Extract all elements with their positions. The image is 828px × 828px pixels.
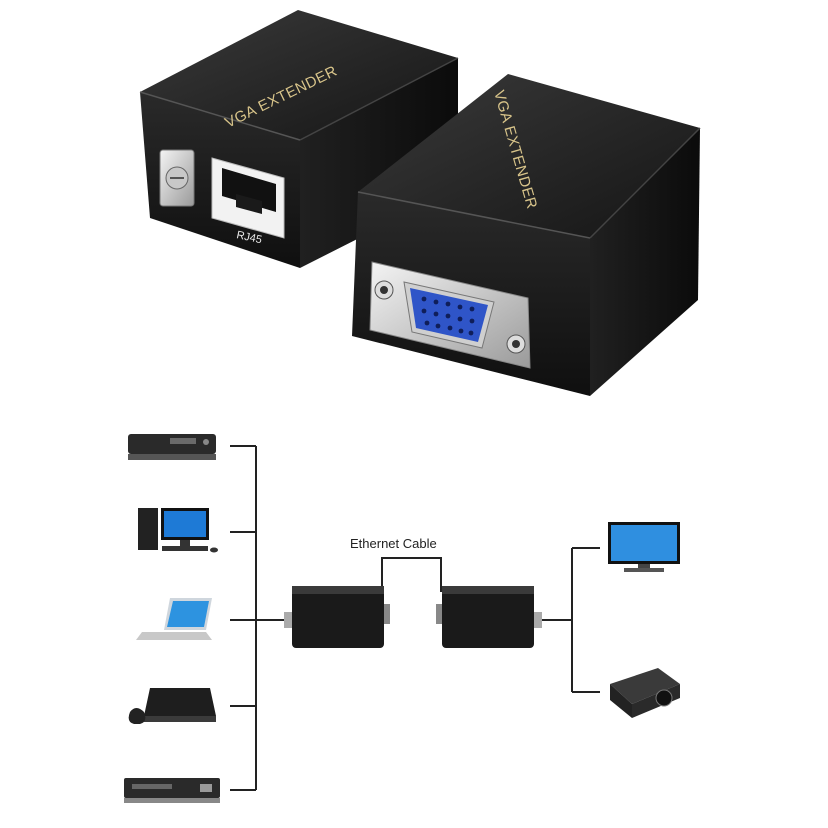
left-extender-unit: VGA EXTENDER RJ45 <box>139 10 459 268</box>
rj45-label: RJ45 <box>235 229 263 246</box>
transmitter-box <box>284 586 390 648</box>
receiver-box <box>436 586 542 648</box>
ground-screw <box>159 149 195 207</box>
vga-port <box>369 261 531 369</box>
rj45-port <box>211 157 285 239</box>
desktop-pc-icon <box>138 508 218 553</box>
projector-icon <box>610 668 680 718</box>
game-console-icon <box>128 688 216 724</box>
product-photo: VGA EXTENDER RJ45 VGA EXTENDER <box>139 10 701 396</box>
set-top-box-icon <box>128 434 216 460</box>
laptop-icon <box>136 598 212 640</box>
right-extender-unit: VGA EXTENDER <box>352 74 701 396</box>
dvd-player-icon <box>124 778 220 803</box>
monitor-icon <box>608 522 680 572</box>
ethernet-cable-label: Ethernet Cable <box>350 536 437 551</box>
diagram-lines <box>230 445 600 791</box>
